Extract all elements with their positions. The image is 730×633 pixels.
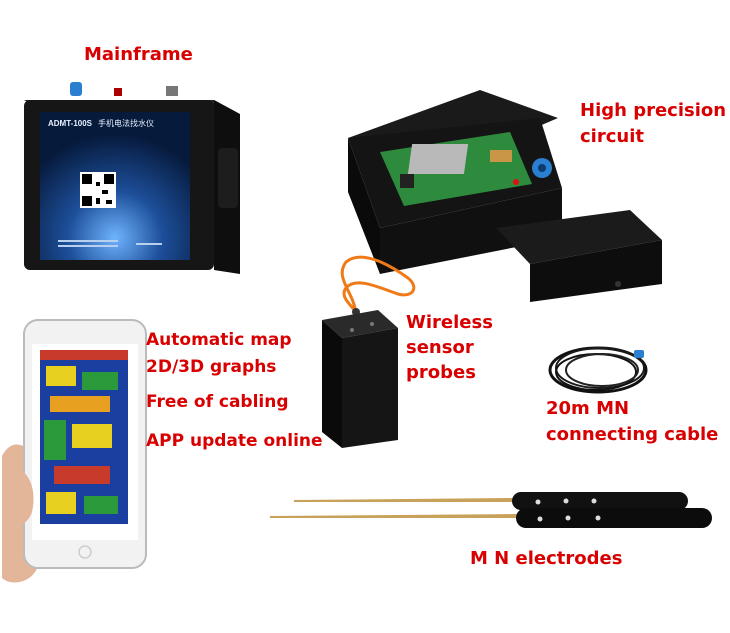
phone-in-hand-image: [2, 319, 147, 583]
electrodes-label: M N electrodes: [470, 548, 623, 569]
mn-electrodes-image: [270, 492, 712, 528]
feature-app-update-online: APP update online: [146, 431, 323, 451]
cable-label-line1: 20m MN: [546, 398, 630, 419]
mainframe-device-image: ADMT-100S 手机电法找水仪: [24, 82, 240, 274]
cable-label-line2: connecting cable: [546, 424, 719, 445]
wireless-label-line1: Wireless: [406, 312, 493, 333]
wireless-label-line3: probes: [406, 362, 476, 383]
feature-2d3d-graphs: 2D/3D graphs: [146, 357, 277, 377]
circuit-label-line1: High precision: [580, 100, 727, 121]
mainframe-label: Mainframe: [84, 44, 193, 65]
device-model-text: ADMT-100S: [48, 119, 93, 128]
feature-automatic-map: Automatic map: [146, 330, 292, 350]
device-name-text: 手机电法找水仪: [98, 118, 154, 128]
feature-free-of-cabling: Free of cabling: [146, 392, 289, 412]
wireless-label-line2: sensor: [406, 337, 474, 358]
wireless-probe-image: [322, 255, 416, 448]
coiled-cable-image: [548, 346, 648, 394]
circuit-label-line2: circuit: [580, 126, 644, 147]
open-case-circuit-image: [348, 90, 662, 302]
